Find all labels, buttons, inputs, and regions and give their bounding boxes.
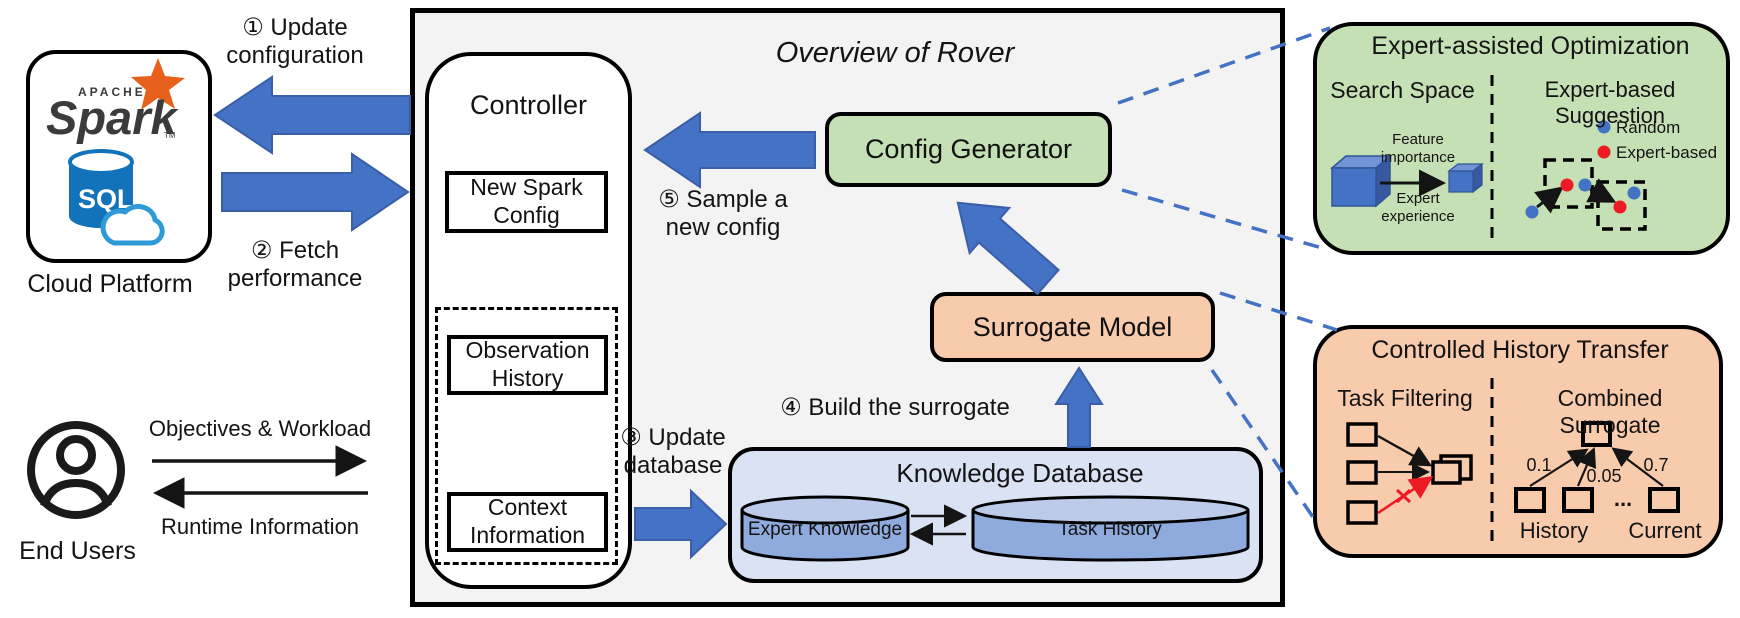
surrogate-model-box: Surrogate Model — [930, 292, 1215, 362]
overview-title: Overview of Rover — [775, 37, 1015, 69]
current-label: Current — [1628, 518, 1702, 543]
end-users-label: End Users — [19, 537, 136, 565]
history-label: History — [1519, 518, 1589, 543]
step5-label: ⑤ Sample a new config — [658, 186, 788, 242]
task-filtering-title: Task Filtering — [1337, 385, 1473, 411]
expert-assisted-optimization-panel — [1313, 22, 1730, 255]
context-information-label: Context Information — [469, 494, 586, 548]
knowledge-database-title: Knowledge Database — [896, 458, 1144, 488]
fetch-performance-arrow — [221, 152, 410, 232]
observation-history-label: Observation History — [465, 337, 590, 391]
legend-expert-label: Expert-based — [1616, 143, 1718, 162]
new-spark-config-box: New Spark Config — [445, 171, 608, 233]
observation-history-box: Observation History — [447, 335, 608, 395]
context-information-box: Context Information — [447, 492, 608, 552]
feature-importance-label: Feature importance — [1380, 131, 1456, 166]
cloud-platform-box — [26, 50, 212, 263]
objectives-workload-label: Objectives & Workload — [148, 416, 372, 441]
combined-surrogate-title: Combined Surrogate — [1557, 385, 1663, 439]
surrogate-ellipsis: ... — [1613, 486, 1633, 511]
config-generator-label: Config Generator — [864, 134, 1073, 164]
weight-2-label: 0.05 — [1586, 466, 1622, 486]
update-configuration-arrow — [213, 75, 411, 155]
history-panel-title: Controlled History Transfer — [1371, 336, 1669, 364]
step2-label: ② Fetch performance — [227, 237, 363, 293]
search-space-title: Search Space — [1330, 77, 1475, 103]
cloud-platform-label: Cloud Platform — [27, 270, 193, 298]
weight-3-label: 0.7 — [1643, 455, 1669, 475]
new-spark-config-label: New Spark Config — [470, 174, 583, 228]
step4-label: ④ Build the surrogate — [780, 394, 1010, 421]
controller-title: Controller — [469, 90, 588, 120]
expert-knowledge-label: Expert Knowledge — [747, 519, 903, 540]
step3-label: ③ Update database — [620, 424, 726, 480]
expert-panel-title: Expert-assisted Optimization — [1371, 32, 1690, 60]
config-generator-box: Config Generator — [825, 112, 1112, 187]
expert-experience-label: Expert experience — [1381, 190, 1455, 225]
legend-random-label: Random — [1616, 118, 1681, 137]
runtime-information-label: Runtime Information — [160, 514, 360, 539]
step1-label: ① Update configuration — [226, 14, 364, 70]
controller-state-dashed-group — [435, 307, 618, 565]
end-users-icon — [27, 421, 125, 519]
surrogate-model-label: Surrogate Model — [972, 311, 1173, 342]
weight-1-label: 0.1 — [1526, 455, 1552, 475]
task-history-label: Task History — [1058, 519, 1162, 540]
